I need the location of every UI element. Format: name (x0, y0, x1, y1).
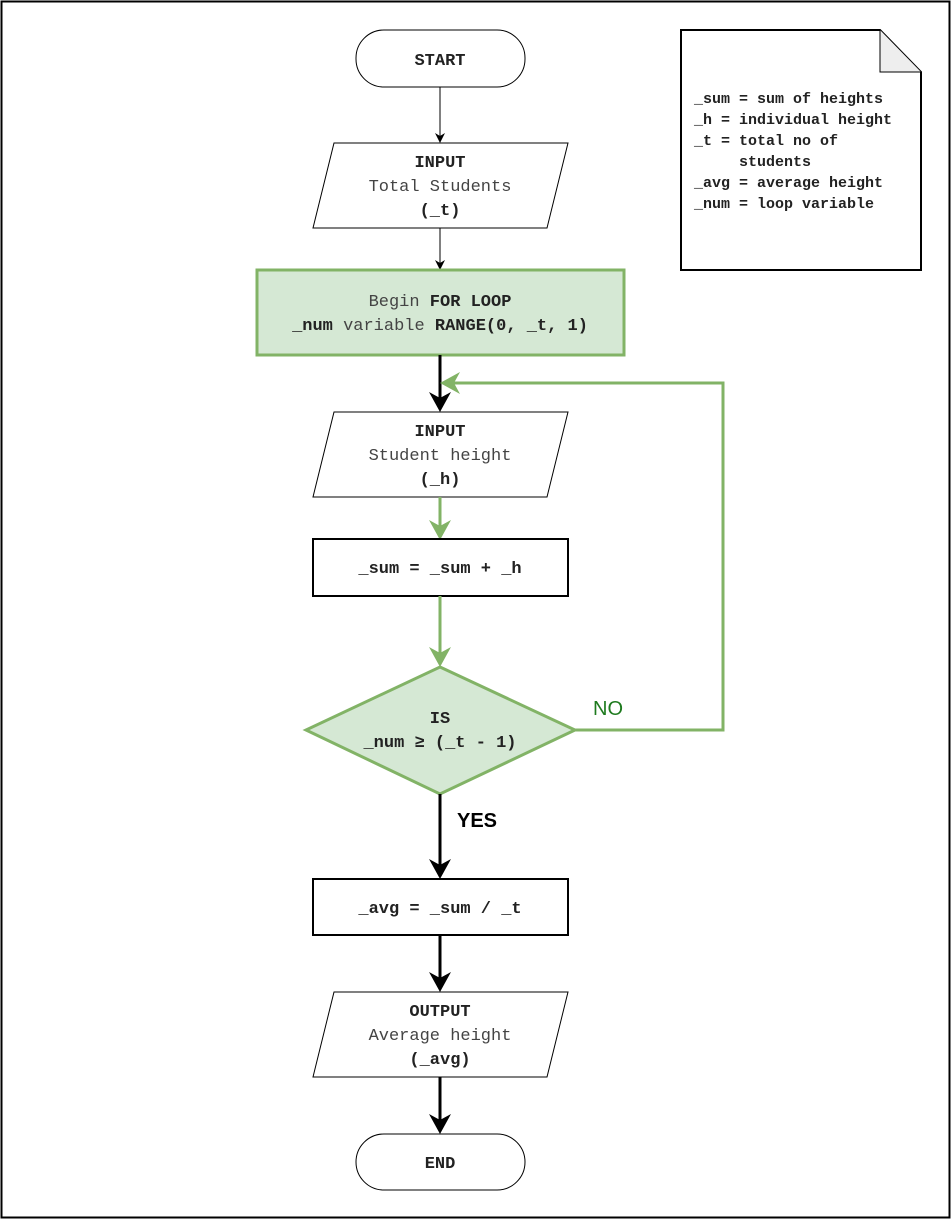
output-line: Average height (369, 1027, 512, 1046)
sum-process-box: _sum = _sum + _h (312, 538, 569, 597)
legend-line: students (694, 154, 811, 171)
for-loop-var: _num (291, 317, 333, 336)
arrow-no-loop-back (440, 372, 725, 732)
for-loop-line2: _num variable RANGE(0, _t, 1) (291, 317, 588, 336)
for-loop-var-word: variable (343, 317, 425, 336)
for-loop-line1: Begin FOR LOOP (369, 293, 512, 312)
for-loop-keyword: FOR LOOP (430, 293, 512, 312)
avg-process-box: _avg = _sum / _t (312, 878, 569, 936)
start-terminal: START (355, 29, 526, 88)
input-total-line: Total Students (369, 178, 512, 197)
legend-line: _avg = average height (693, 175, 883, 192)
input-height-line: Student height (369, 447, 512, 466)
input-total-title: INPUT (414, 154, 465, 173)
decision-diamond: IS _num ≥ (_t - 1) (302, 665, 579, 796)
end-terminal: END (355, 1133, 526, 1191)
sum-process-text: _sum = _sum + _h (357, 560, 521, 579)
legend-line: _t = total no of (693, 133, 838, 150)
input-total-var: (_t) (420, 202, 461, 221)
start-label: START (414, 52, 465, 71)
decision-line1: IS (430, 710, 450, 729)
output-title: OUTPUT (409, 1003, 470, 1022)
output-average-height: OUTPUT Average height (_avg) (312, 991, 569, 1078)
legend-note: _sum = sum of heights _h = individual he… (680, 29, 922, 271)
decision-line2: _num ≥ (_t - 1) (362, 734, 516, 753)
avg-process-text: _avg = _sum / _t (357, 900, 521, 919)
input-height-var: (_h) (420, 471, 461, 490)
yes-branch-label: YES (457, 810, 497, 832)
input-student-height: INPUT Student height (_h) (312, 411, 569, 498)
output-var: (_avg) (409, 1051, 470, 1070)
end-label: END (425, 1155, 456, 1174)
input-total-students: INPUT Total Students (_t) (312, 142, 569, 229)
for-loop-box: Begin FOR LOOP _num variable RANGE(0, _t… (255, 268, 626, 357)
legend-line: _sum = sum of heights (693, 91, 883, 108)
for-loop-begin: Begin (369, 293, 420, 312)
for-loop-range: RANGE(0, _t, 1) (435, 317, 588, 336)
input-height-title: INPUT (414, 423, 465, 442)
legend-line: _num = loop variable (693, 196, 874, 213)
legend-line: _h = individual height (693, 112, 892, 129)
no-branch-label: NO (593, 698, 623, 720)
